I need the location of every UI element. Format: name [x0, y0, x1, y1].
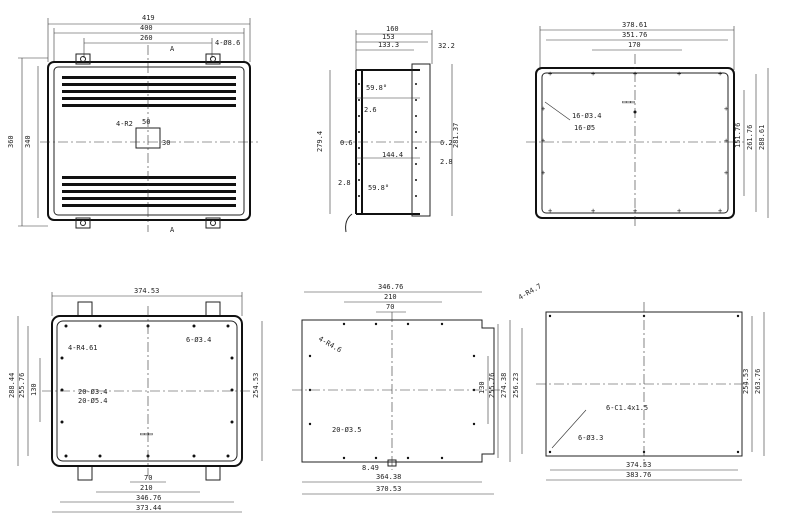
dim-340: 340	[24, 135, 32, 148]
dim-133: 133.3	[378, 41, 399, 49]
dim-holes-8-6: 4-Ø8.6	[215, 39, 240, 47]
dim-288-left: 288.44	[8, 373, 16, 398]
dim-130-plate: 130	[478, 381, 486, 394]
svg-text:+: +	[724, 137, 728, 145]
dim-370: 370.53	[376, 485, 401, 493]
dim-254-right: 254.53	[252, 373, 260, 398]
dim-360: 360	[7, 135, 15, 148]
dim-32: 32.2	[438, 42, 455, 50]
dim-261: 261.76	[746, 125, 754, 150]
dim-angle-a: 59.8°	[366, 84, 387, 92]
svg-text:+: +	[718, 70, 722, 78]
svg-text:+: +	[677, 207, 681, 215]
dim-8-49: 8.49	[362, 464, 379, 472]
section-label-a-top: A	[170, 45, 175, 53]
svg-text:+: +	[724, 105, 728, 113]
svg-text:+: +	[724, 169, 728, 177]
dim-radius-4-6: 4-R4.6	[317, 335, 343, 355]
svg-text:+: +	[541, 105, 545, 113]
dim-373-bottom: 373.44	[136, 504, 161, 512]
svg-text:+: +	[541, 169, 545, 177]
dim-255-plate: 255.76	[488, 373, 496, 398]
dim-170: 170	[628, 41, 641, 49]
svg-text:+: +	[541, 137, 545, 145]
svg-text:+: +	[548, 70, 552, 78]
center-mark-rear: ▭▭▭	[622, 98, 635, 106]
view-plate-stepped: 346.76 210 70 4-R4.6 20-Ø3.5 130 255.76 …	[292, 283, 523, 495]
dim-400: 400	[140, 24, 153, 32]
dim-70-plate: 70	[386, 303, 394, 311]
dim-slot-50: 50	[142, 118, 150, 126]
rear-holes: +++++ +++++ +++ +++	[541, 70, 728, 215]
dim-chamfer: 6-C1.4x1.5	[606, 404, 648, 412]
dim-374-top: 374.53	[134, 287, 159, 295]
dim-260: 260	[140, 34, 153, 42]
dim-2-6: 2.6	[364, 106, 377, 114]
svg-text:+: +	[548, 207, 552, 215]
dim-radius-4-61: 4-R4.61	[68, 344, 98, 352]
dim-263-cover: 263.76	[754, 369, 762, 394]
dim-153: 153	[382, 33, 395, 41]
dim-144: 144.4	[382, 151, 403, 159]
dim-151: 151.76	[734, 123, 742, 148]
dim-256-plate: 256.23	[512, 373, 520, 398]
dim-378: 378.61	[622, 21, 647, 29]
dim-holes-20-3-4: 20-Ø3.4	[78, 388, 108, 396]
svg-text:+: +	[677, 70, 681, 78]
dim-6-2: 6.2	[440, 139, 453, 147]
view-rear: 378.61 351.76 170 +++++ +++++ +++ +++ ▭▭…	[526, 21, 769, 226]
dim-radius-r2: 4-R2	[116, 120, 133, 128]
dim-holes-20-5-4: 20-Ø5.4	[78, 397, 108, 405]
dim-288: 288.61	[758, 125, 766, 150]
svg-text:+: +	[591, 207, 595, 215]
dim-210-bottom: 210	[140, 484, 153, 492]
dim-holes-6-3-3: 6-Ø3.3	[578, 434, 603, 442]
dim-holes-6-3-4: 6-Ø3.4	[186, 336, 211, 344]
dim-130-left: 130	[30, 383, 38, 396]
dim-254-cover: 254.53	[742, 369, 750, 394]
dim-0-6: 0.6	[340, 139, 353, 147]
dim-2-8-a: 2.8	[440, 158, 453, 166]
dim-angle-b: 59.8°	[368, 184, 389, 192]
dim-281: 281.37	[452, 123, 460, 148]
dim-374-cover: 374.53	[626, 461, 651, 469]
dim-210-plate: 210	[384, 293, 397, 301]
section-label-a-bottom: A	[170, 226, 175, 234]
vent-slots-bottom	[62, 176, 236, 207]
dim-holes-5: 16-Ø5	[574, 124, 595, 132]
dim-2-8-b: 2.8	[338, 179, 351, 187]
dim-274-plate: 274.38	[500, 373, 508, 398]
section-dots	[358, 83, 417, 197]
view-cover-plate: 4-R4.7 6-C1.4x1.5 6-Ø3.3 254.53 263.76 3…	[517, 282, 765, 481]
center-mark-front: ▭▭▭	[140, 430, 153, 438]
dim-holes-20-3-5: 20-Ø3.5	[332, 426, 362, 434]
dim-160: 160	[386, 25, 399, 33]
dim-holes-3-4: 16-Ø3.4	[572, 112, 602, 120]
svg-text:+: +	[718, 207, 722, 215]
dim-70-bottom: 70	[144, 474, 152, 482]
dim-255-left: 255.76	[18, 373, 26, 398]
view-front-lugs: 374.53 ▭▭▭ 4-R4.61 6-Ø3.4 20-Ø3.4 20-Ø5.…	[8, 287, 263, 513]
vent-slots-top	[62, 76, 236, 107]
dim-slot-30: 30	[162, 139, 170, 147]
svg-text:+: +	[591, 70, 595, 78]
view-top-slotted: 419 400 260 A 4-Ø8.6 360 340 4-R2 50 30 …	[7, 14, 258, 234]
dim-383-cover: 383.76	[626, 471, 651, 479]
dim-364: 364.38	[376, 473, 401, 481]
dim-346-plate: 346.76	[378, 283, 403, 291]
dim-351: 351.76	[622, 31, 647, 39]
dim-radius-4-7: 4-R4.7	[517, 282, 543, 302]
view-section-side: 160 153 133.3 32.2 279.4 281.37 59.8° 2.…	[316, 25, 460, 233]
dim-346-bottom: 346.76	[136, 494, 161, 502]
dim-279: 279.4	[316, 131, 324, 152]
dim-419: 419	[142, 14, 155, 22]
